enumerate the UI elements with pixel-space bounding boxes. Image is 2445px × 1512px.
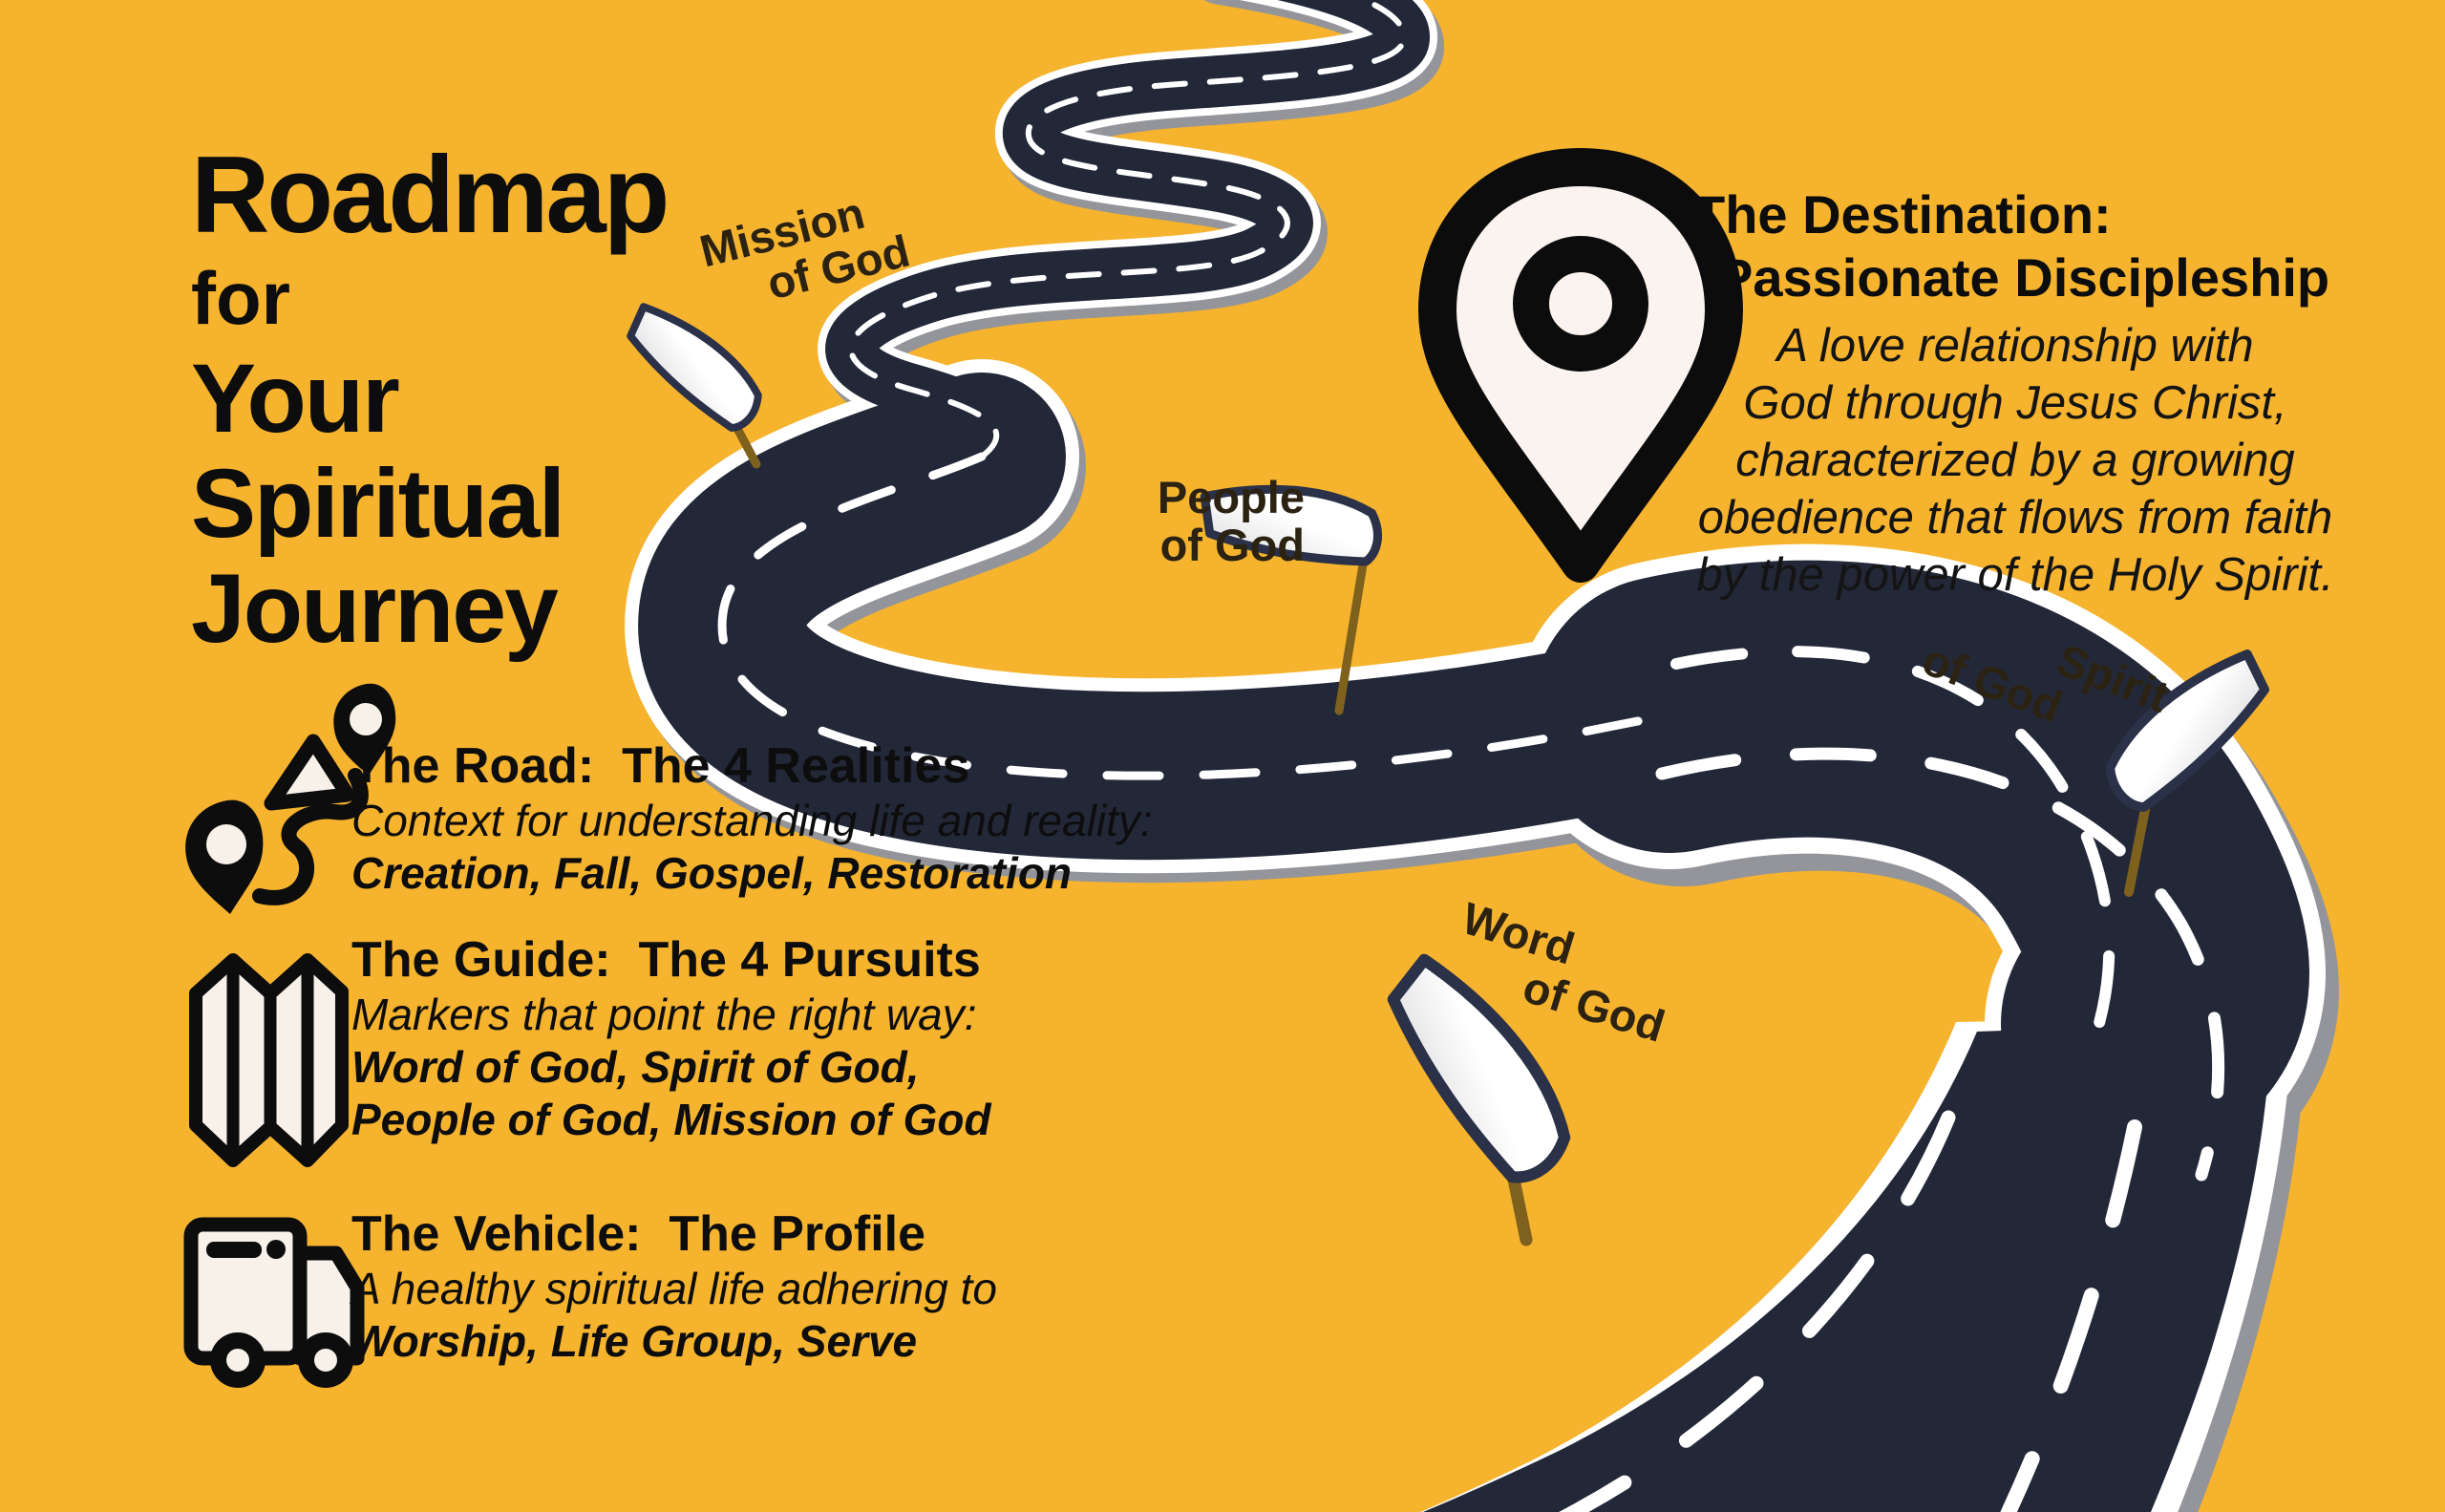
- location-pin-icon: [1418, 148, 1743, 583]
- title-line-spiritual: Spiritual: [191, 449, 565, 558]
- marker-label-people-of-god: People of God: [1098, 474, 1305, 569]
- destination-description: A love relationship with God through Jes…: [1648, 317, 2383, 604]
- pennant-flag-icon: [1193, 451, 1389, 715]
- destination-subheading: Passionate Discipleship: [1717, 247, 2330, 308]
- marker-flags: [621, 282, 2276, 1246]
- section-subtext: A healthy spiritual life adhering to: [351, 1264, 997, 1313]
- section-subtext: Markers that point the right way:: [351, 990, 977, 1039]
- map-icon: [189, 953, 349, 1167]
- section-detail: Word of God, Spirit of God,: [351, 1042, 920, 1092]
- section-the-guide: The Guide: The 4 Pursuits Markers that p…: [351, 931, 1154, 1146]
- destination-line: by the power of the Holy Spirit.: [1696, 549, 2334, 601]
- section-heading: The Guide: The 4 Pursuits: [351, 932, 981, 988]
- destination-line: God through Jesus Christ,: [1743, 377, 2287, 429]
- section-detail: People of God, Mission of God: [351, 1095, 991, 1144]
- road-lane-markings: [717, 0, 2225, 1512]
- section-the-road: The Road: The 4 Realities Context for un…: [351, 737, 1154, 900]
- destination-heading: The Destination:: [1692, 184, 2112, 245]
- pennant-flag-icon: [1384, 935, 1575, 1246]
- pennant-flag-icon: [621, 282, 768, 469]
- section-heading: The Road: The 4 Realities: [351, 738, 970, 794]
- section-the-vehicle: The Vehicle: The Profile A healthy spiri…: [351, 1205, 1154, 1368]
- pennant-flag-icon: [2098, 625, 2275, 897]
- page-title: Roadmap for Your Spiritual Journey: [191, 135, 670, 663]
- section-detail: Creation, Fall, Gospel, Restoration: [351, 848, 1073, 898]
- section-subtext: Context for understanding life and reali…: [351, 796, 1153, 845]
- route-icon: [185, 683, 396, 914]
- title-line-for: for: [191, 256, 290, 340]
- pin-b: [185, 799, 264, 914]
- truck-icon: [183, 1217, 365, 1388]
- section-detail: Worship, Life Group, Serve: [351, 1316, 918, 1366]
- title-line-journey: Journey: [191, 554, 559, 663]
- destination-line: characterized by a growing: [1735, 435, 2295, 486]
- pin-a: [333, 683, 396, 776]
- marker-label-line: People: [1157, 472, 1305, 522]
- title-line-your: Your: [191, 344, 400, 453]
- marker-label-line: of God: [1159, 520, 1305, 570]
- destination-line: obedience that flows from faith: [1697, 492, 2333, 543]
- section-heading: The Vehicle: The Profile: [351, 1206, 926, 1262]
- destination-line: A love relationship with: [1776, 320, 2254, 372]
- title-line-roadmap: Roadmap: [191, 135, 670, 256]
